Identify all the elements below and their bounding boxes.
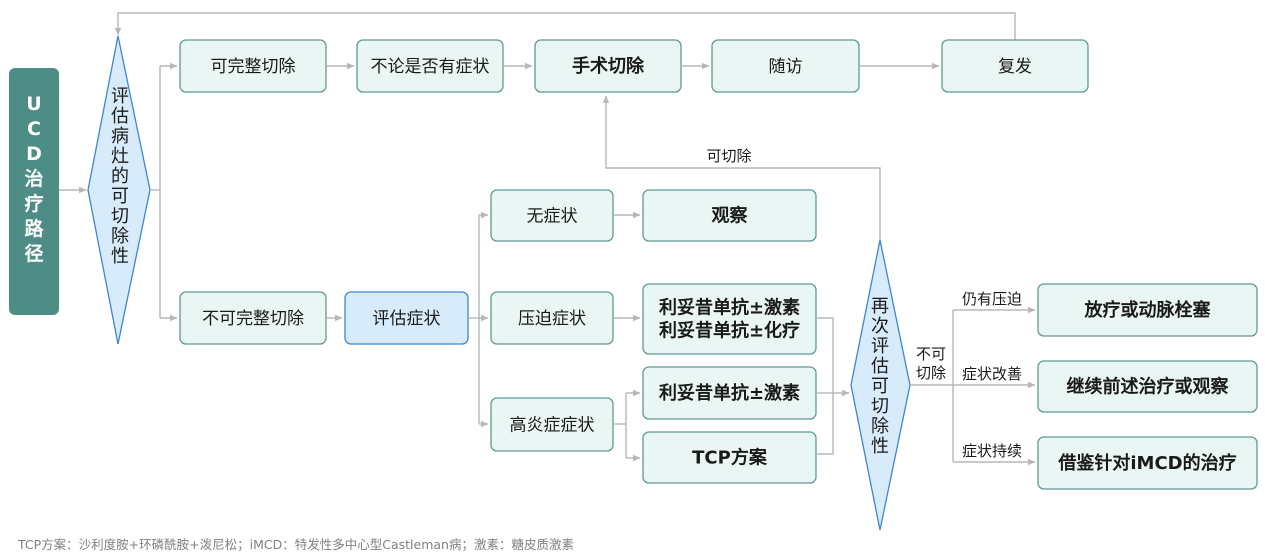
assess-diamond-label: 评估病灶的可切除性 [111,86,129,267]
node-box-shape [1037,436,1258,490]
node-box-shape [642,431,817,484]
assess-diamond[interactable]: 评估病灶的可切除性 [87,35,151,345]
node-incomplete-resect[interactable]: 不可完整切除 [179,291,327,345]
node-label: TCP方案 [692,447,768,469]
edge-tcp-to-reassess [817,393,834,455]
node-boxes: 可完整切除不论是否有症状手术切除随访复发不可完整切除评估症状无症状观察压迫症状利… [179,39,1258,490]
node-box-shape [642,283,817,355]
node-box-shape [1037,360,1258,413]
connectors [59,12,1036,466]
assess-diamond-shape [87,35,151,345]
node-regardless-symptoms[interactable]: 不论是否有症状 [356,39,504,93]
edge-reassess-to-surgery [602,95,881,240]
node-followup[interactable]: 随访 [711,39,860,93]
node-label: 可完整切除 [211,57,296,77]
node-observe[interactable]: 观察 [642,189,817,242]
node-label: 放疗或动脉栓塞 [1084,299,1212,321]
node-box-shape [490,291,614,345]
node-box-shape [1037,283,1258,337]
node-label: 随访 [769,57,803,77]
node-box-shape [642,189,817,242]
node-imcd-tx[interactable]: 借鉴针对iMCD的治疗 [1037,436,1258,490]
node-label: 不论是否有症状 [371,57,490,77]
node-label: 利妥昔单抗±激素 [659,297,800,319]
node-radiotherapy[interactable]: 放疗或动脉栓塞 [1037,283,1258,337]
node-compression[interactable]: 压迫症状 [490,291,614,345]
label-resectable: 可切除 [706,147,751,165]
node-label: 观察 [712,205,749,227]
node-complete-resect[interactable]: 可完整切除 [179,39,327,93]
label-not-resectable-1: 不可 [916,345,946,363]
node-assess-symptoms[interactable]: 评估症状 [344,291,469,345]
node-label: 评估症状 [373,309,441,329]
node-box-shape [344,291,469,345]
label-still-compression: 仍有压迫 [962,290,1022,308]
node-label: 复发 [998,57,1032,77]
node-box-shape [179,39,327,93]
node-surgery[interactable]: 手术切除 [534,39,682,93]
label-persistent: 症状持续 [962,442,1022,460]
node-label: 压迫症状 [518,309,586,329]
reassess-diamond[interactable]: 再次评估可切除性 [850,239,911,531]
label-not-resectable-2: 切除 [916,364,946,382]
node-inflammatory[interactable]: 高炎症症状 [490,397,614,452]
node-box-shape [534,39,682,93]
node-tcp[interactable]: TCP方案 [642,431,817,484]
node-asymptomatic[interactable]: 无症状 [490,189,614,242]
node-box-shape [490,397,614,452]
reassess-diamond-shape [850,239,911,531]
node-box-shape [356,39,504,93]
node-box-shape [711,39,860,93]
edge-labels: 可切除 不可 切除 仍有压迫 症状改善 症状持续 [706,147,1022,460]
edge-relapse-loop [114,12,1016,40]
node-box-shape [642,366,817,420]
node-label: 不可完整切除 [202,309,304,329]
reassess-diamond-label: 再次评估可切除性 [871,296,889,457]
node-label: 无症状 [527,207,578,227]
node-box-shape [941,39,1089,93]
footnote: TCP方案：沙利度胺+环磷酰胺+泼尼松；iMCD：特发性多中心型Castlema… [17,537,574,552]
node-label: 继续前述治疗或观察 [1067,376,1230,398]
node-box-shape [179,291,327,345]
node-label: 利妥昔单抗±激素 [659,382,800,404]
node-continue-tx[interactable]: 继续前述治疗或观察 [1037,360,1258,413]
node-label: 利妥昔单抗±化疗 [659,320,800,342]
edge-txcomp-to-reassess [817,317,834,393]
node-label: 借鉴针对iMCD的治疗 [1057,452,1236,474]
node-label: 高炎症症状 [510,416,595,436]
title-bar [9,68,59,315]
node-label: 手术切除 [572,55,645,77]
label-improved: 症状改善 [962,365,1022,383]
node-relapse[interactable]: 复发 [941,39,1089,93]
node-box-shape [490,189,614,242]
node-tx-inflammatory[interactable]: 利妥昔单抗±激素 [642,366,817,420]
